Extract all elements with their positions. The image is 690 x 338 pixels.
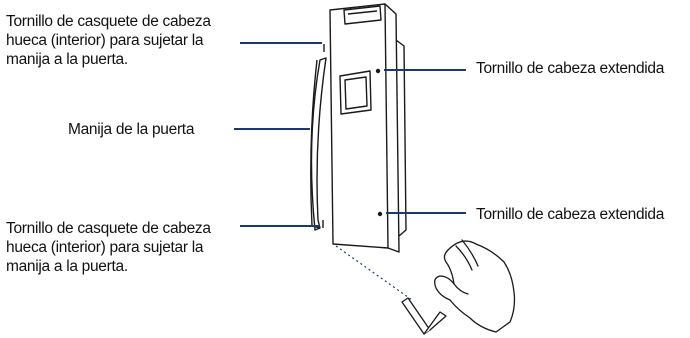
door-side-face [384, 3, 400, 253]
label-bottom-socket-screw: Tornillo de casquete de cabeza hueca (in… [6, 219, 211, 276]
extended-head-screws [375, 68, 383, 217]
label-bottom-socket-screw-line2: hueca (interior) para sujetar la [6, 239, 204, 256]
hex-key-short [423, 311, 447, 335]
label-bottom-socket-screw-line1: Tornillo de casquete de cabeza [6, 220, 211, 237]
hand-thumb-line [453, 283, 469, 295]
top-extended-screw [375, 68, 381, 74]
socket-head-screws [322, 44, 325, 228]
door-top-cap [343, 5, 382, 25]
label-bottom-extended-screw-text: Tornillo de cabeza extendida [476, 206, 665, 223]
refrigerator-door [329, 3, 407, 253]
hand-finger-line [455, 245, 473, 271]
label-top-extended-screw: Tornillo de cabeza extendida [476, 59, 664, 78]
leader-lines [234, 42, 466, 227]
dotted-guide-line [335, 245, 413, 301]
label-bottom-extended-screw: Tornillo de cabeza extendida [476, 205, 664, 224]
label-top-socket-screw-line2: hueca (interior) para sujetar la [6, 32, 204, 49]
label-door-handle-text: Manija de la puerta [68, 121, 195, 138]
bottom-extended-screw [377, 211, 383, 217]
hand-finger-line-2 [461, 239, 479, 267]
label-top-socket-screw: Tornillo de casquete de cabeza hueca (in… [6, 12, 211, 69]
handle-inner-edge [310, 59, 318, 227]
label-bottom-socket-screw-line3: manija a la puerta. [6, 258, 128, 275]
door-display-inner [344, 76, 368, 110]
door-back-edge [395, 39, 407, 237]
door-top-cap-line [347, 10, 378, 15]
hand-shape [434, 240, 516, 333]
hand-with-hex-key [401, 239, 516, 335]
label-top-socket-screw-line1: Tornillo de casquete de cabeza [6, 13, 211, 30]
door-front-face [329, 3, 389, 249]
label-door-handle: Manija de la puerta [68, 120, 194, 139]
door-handle [310, 57, 327, 231]
label-top-socket-screw-line3: manija a la puerta. [6, 51, 128, 68]
label-top-extended-screw-text: Tornillo de cabeza extendida [476, 60, 665, 77]
door-display-outer [339, 70, 372, 115]
handle-bar [310, 57, 327, 231]
hex-key-long [401, 297, 431, 335]
